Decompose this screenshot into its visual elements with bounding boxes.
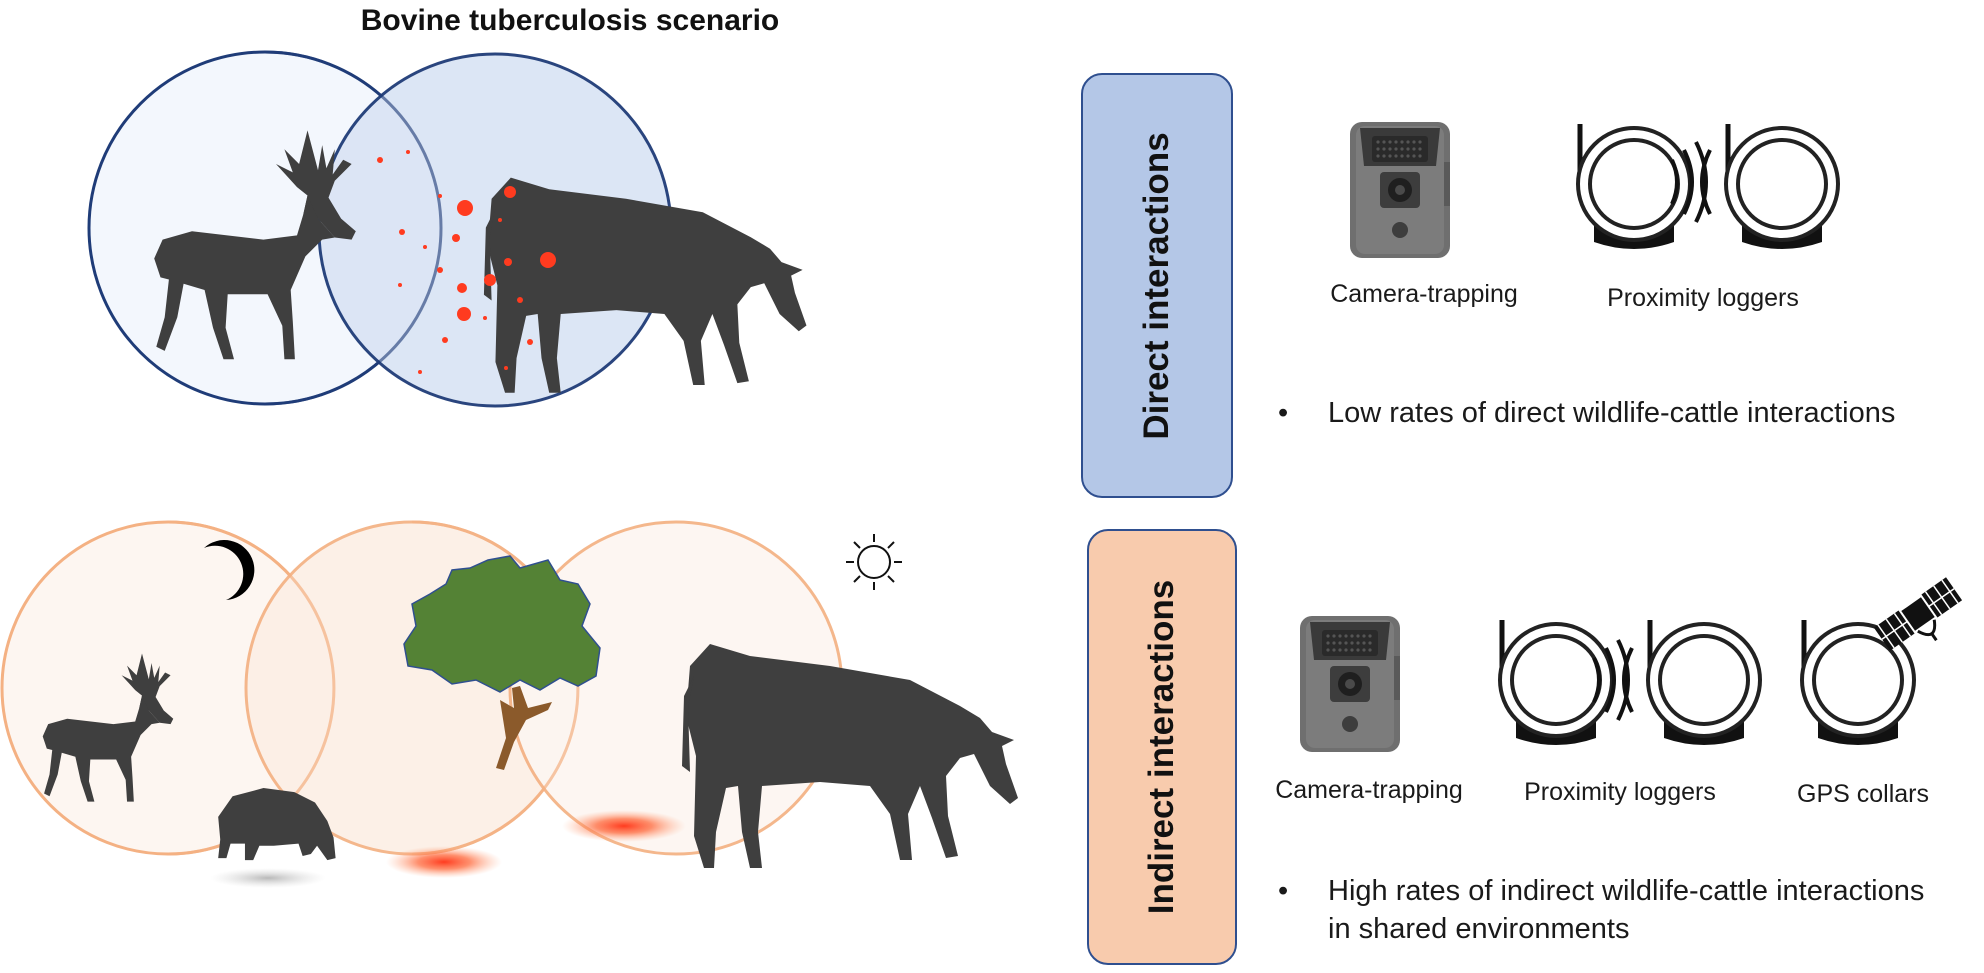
proximity-loggers-label: Proximity loggers bbox=[1607, 284, 1799, 312]
indirect-finding-text: High rates of indirect wildlife-cattle i… bbox=[1328, 875, 1925, 945]
satellite-icon bbox=[1873, 577, 1963, 651]
direct-venn bbox=[87, 50, 807, 408]
indirect-venn bbox=[0, 520, 1018, 888]
indirect-interactions-box bbox=[1087, 529, 1237, 965]
proximity-logger-icon bbox=[1500, 620, 1612, 745]
sun-icon bbox=[846, 534, 902, 590]
proximity-logger-icon bbox=[1726, 124, 1838, 249]
proximity-loggers-label: Proximity loggers bbox=[1524, 778, 1716, 806]
proximity-logger-icon bbox=[1648, 620, 1760, 745]
direct-interactions-label: Direct interactions bbox=[1137, 132, 1176, 440]
tree-icon bbox=[403, 555, 601, 770]
direct-interactions-box bbox=[1081, 73, 1233, 498]
camera-trapping-label: Camera-trapping bbox=[1330, 280, 1518, 308]
bullet-marker: • bbox=[1278, 875, 1289, 907]
camera-trapping-label: Camera-trapping bbox=[1275, 776, 1463, 804]
pathogen-spots bbox=[377, 150, 556, 374]
indirect-interactions-label: Indirect interactions bbox=[1142, 579, 1181, 915]
diagram-title: Bovine tuberculosis scenario bbox=[360, 4, 780, 37]
contamination-hotspot bbox=[562, 810, 686, 842]
moon-icon bbox=[204, 540, 255, 600]
direct-finding: • Low rates of direct wildlife-cattle in… bbox=[1278, 394, 1958, 474]
indirect-finding: • High rates of indirect wildlife-cattle… bbox=[1278, 872, 1958, 952]
contamination-hotspot bbox=[386, 846, 502, 878]
direct-finding-text: Low rates of direct wildlife-cattle inte… bbox=[1328, 397, 1896, 429]
proximity-logger-icon bbox=[1578, 124, 1690, 249]
bullet-marker: • bbox=[1278, 397, 1289, 429]
camera-trap-icon bbox=[1350, 122, 1450, 258]
camera-trap-icon bbox=[1300, 616, 1400, 752]
gps-collars-label: GPS collars bbox=[1797, 780, 1929, 808]
